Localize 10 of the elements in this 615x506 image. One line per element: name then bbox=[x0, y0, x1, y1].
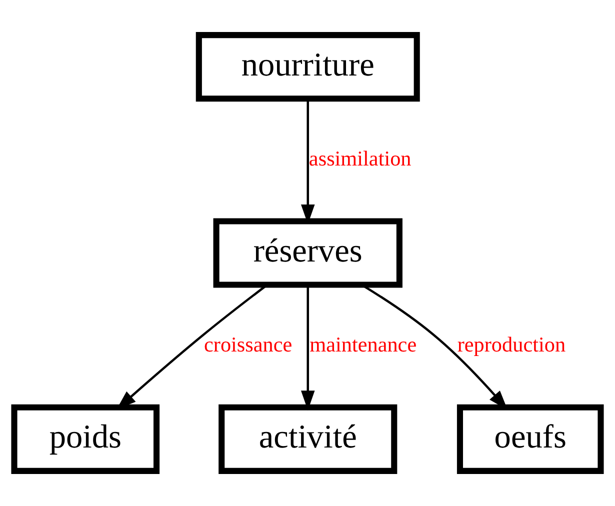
node-box: oeufs bbox=[456, 404, 604, 474]
edge-label: maintenance bbox=[310, 332, 417, 357]
node-box: poids bbox=[11, 404, 160, 474]
edge-label: reproduction bbox=[457, 332, 566, 357]
edge-label: assimilation bbox=[308, 146, 412, 171]
arrow bbox=[300, 285, 315, 410]
node-box: activité bbox=[218, 404, 398, 474]
edge-label: croissance bbox=[204, 332, 292, 357]
node-box: réserves bbox=[213, 218, 402, 288]
node-box: nourriture bbox=[196, 32, 420, 102]
